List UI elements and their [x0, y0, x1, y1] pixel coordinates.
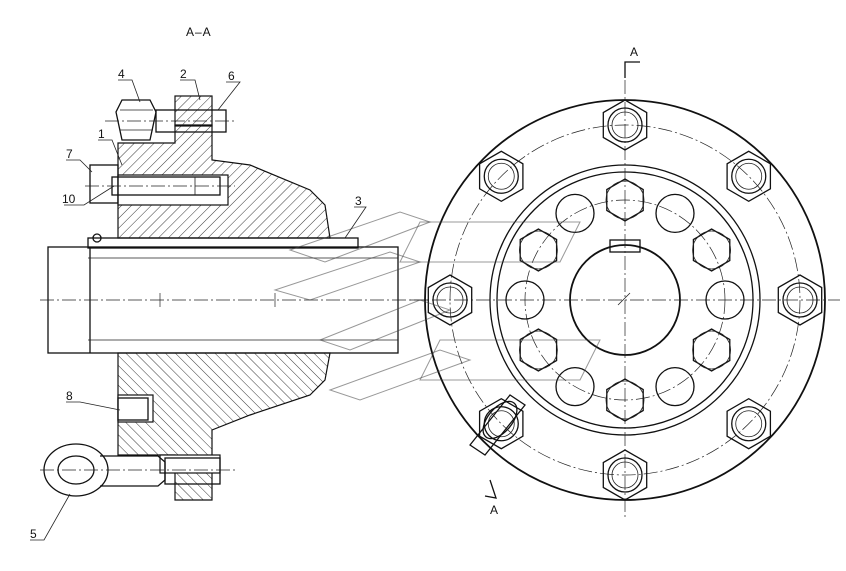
outer-bolt [478, 150, 524, 203]
callout-1: 1 [98, 127, 105, 141]
callout-3: 3 [355, 194, 362, 208]
outer-bolt [726, 397, 772, 450]
outer-bolt [726, 150, 772, 203]
callout-5: 5 [30, 527, 37, 541]
callout-7: 7 [66, 147, 73, 161]
inner-bolt [692, 328, 732, 372]
inner-bolt [705, 280, 745, 320]
inner-bolt [518, 328, 558, 372]
flange-upper [174, 95, 213, 127]
watermark-logo [273, 211, 601, 401]
outer-bolt [602, 99, 648, 151]
bolt-head-4 [115, 99, 157, 141]
callout-4: 4 [118, 67, 125, 81]
inner-bolt [605, 378, 645, 422]
eye-bolt-5 [100, 455, 166, 487]
section-view [40, 95, 430, 501]
callout-10: 10 [62, 192, 76, 206]
outer-bolt [602, 449, 648, 501]
callout-6: 6 [228, 69, 235, 83]
section-label-bottom: A [490, 503, 499, 517]
end-view [410, 61, 840, 520]
section-title: A–A [186, 25, 212, 39]
inner-bolt [505, 280, 545, 320]
bolt-head-7 [89, 164, 119, 204]
inner-bolt [655, 193, 695, 234]
hub-lower [117, 352, 331, 501]
section-mark-top [624, 61, 640, 78]
inner-bolt [555, 366, 595, 407]
section-label-top: A [630, 45, 639, 59]
inner-bolt [518, 228, 558, 272]
inner-bolt [655, 366, 695, 407]
outer-bolt [427, 274, 473, 326]
inner-bolt [692, 228, 732, 272]
outer-bolt-ring [427, 99, 823, 501]
callout-8: 8 [66, 389, 73, 403]
bolt-8 [117, 397, 149, 421]
inner-bolt [605, 178, 645, 222]
outer-bolt [777, 274, 823, 326]
callouts: 4 2 6 1 7 10 3 8 5 [30, 67, 367, 541]
callout-2: 2 [180, 67, 187, 81]
eye-bolt-handle [469, 394, 526, 456]
